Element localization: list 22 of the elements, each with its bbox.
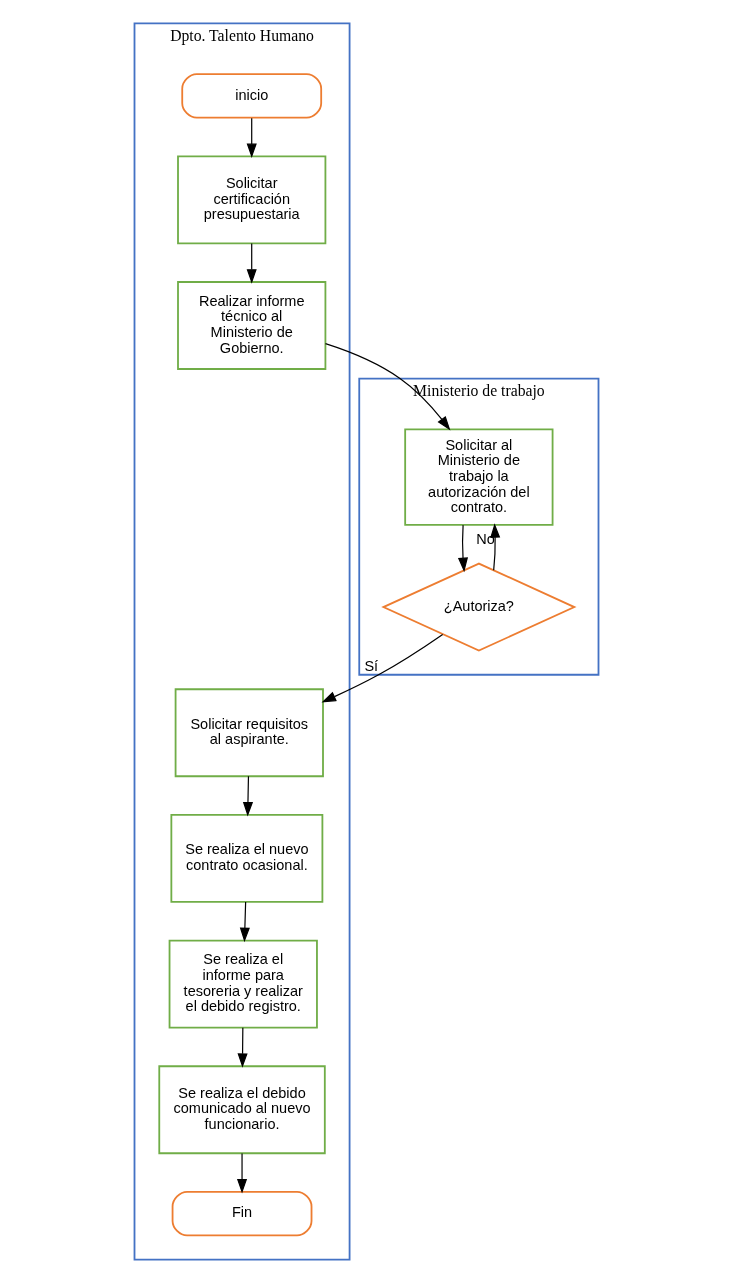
arrow: [239, 901, 250, 943]
node-box: Se realiza el informe para tesoreria y realizar el debido registro.: [168, 939, 318, 1029]
node-box: inicio: [181, 73, 323, 119]
arrow: [321, 633, 444, 703]
node-diamond: ¿Autoriza?: [381, 562, 577, 652]
arrow: [246, 117, 257, 159]
node-box: Solicitar certificación presupuestaria: [177, 155, 327, 245]
arrow: [490, 523, 501, 571]
node-box: Fin: [171, 1191, 313, 1237]
arrow: [246, 242, 257, 284]
arrow: [242, 775, 254, 817]
node-box: Solicitar al Ministerio de trabajo la autorización del contrato.: [404, 428, 554, 526]
arrow: [457, 524, 469, 573]
node-box: Realizar informe técnico al Ministerio de Gobierno.: [177, 281, 327, 370]
arrow: [324, 343, 451, 431]
edge-label: Sí: [364, 657, 379, 674]
arrow: [237, 1027, 248, 1068]
arrow: [236, 1152, 248, 1194]
node-box: Se realiza el nuevo contrato ocasional.: [170, 814, 324, 903]
node-box: Se realiza el debido comunicado al nuevo funcionario.: [158, 1065, 326, 1155]
edge-label: No: [476, 530, 495, 547]
node-box: Solicitar requisitos al aspirante.: [174, 688, 324, 778]
